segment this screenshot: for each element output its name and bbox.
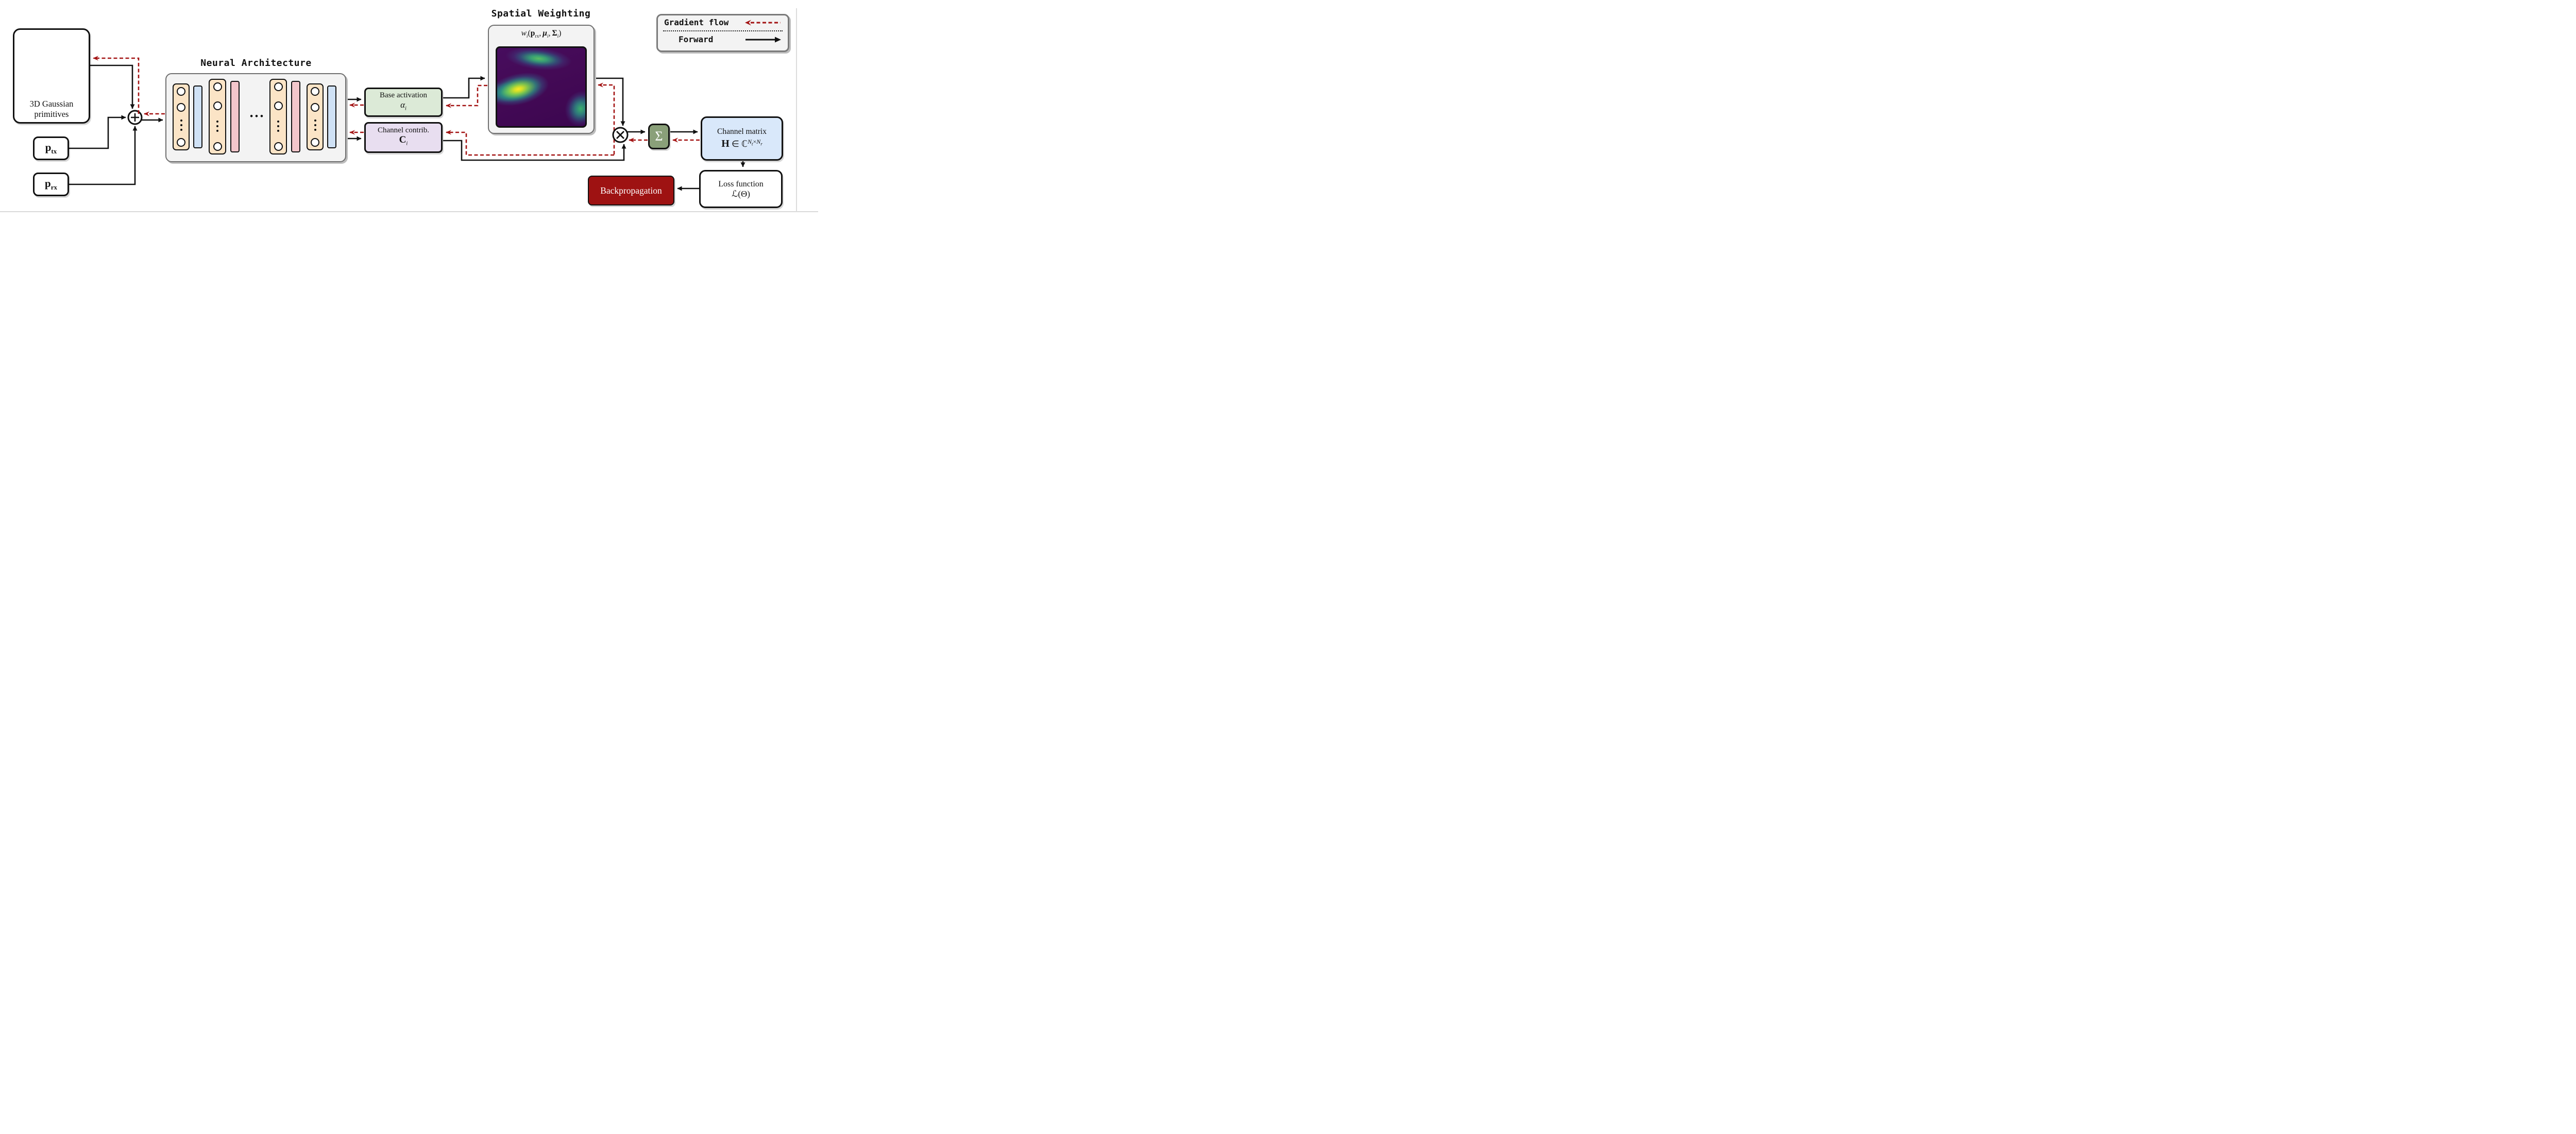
backpropagation-box: Backpropagation — [588, 176, 674, 205]
channel-contrib-label: Channel contrib. — [378, 126, 429, 135]
figure-canvas: 3D Gaussian primitives ptx prx Neural Ar… — [0, 0, 818, 227]
spatial-weighting-formula: wi(prx,μi,Σi) — [521, 29, 562, 40]
sigma-symbol: Σ — [655, 129, 663, 144]
channel-matrix-label: Channel matrix — [717, 127, 767, 136]
nn-activation-bar-3 — [291, 81, 300, 152]
ptx-input-box: ptx — [33, 136, 69, 160]
page-vertical-rule — [796, 8, 797, 212]
forward-arrow-icon — [745, 37, 781, 42]
gradient-flow-arrows — [93, 56, 700, 143]
loss-function-formula: ℒ(Θ) — [732, 188, 750, 199]
gaussian-label-line2: primitives — [34, 109, 69, 119]
prx-label: prx — [45, 177, 57, 192]
sum-operator-box: Σ — [648, 124, 670, 149]
base-activation-label: Base activation — [379, 91, 428, 99]
channel-matrix-formula: H ∈ ℂNt×Nr — [721, 138, 762, 149]
legend-divider — [663, 30, 783, 31]
nn-layer-2 — [209, 79, 226, 154]
neural-architecture-title: Neural Architecture — [200, 58, 312, 68]
legend-forward-label: Forward — [679, 35, 714, 44]
prx-input-box: prx — [33, 173, 69, 196]
legend-gradient-flow-label: Gradient flow — [664, 18, 729, 27]
nn-activation-bar-2 — [230, 81, 240, 152]
gaussian-primitives-box — [13, 28, 90, 124]
base-activation-symbol: αi — [400, 99, 406, 112]
channel-contrib-symbol: Ci — [399, 134, 408, 147]
gradient-flow-lines-behind — [446, 82, 615, 156]
nn-layer-1 — [173, 83, 190, 150]
heatmap-blob-bottom-right — [557, 85, 585, 126]
gaussian-primitives-label: 3D Gaussian primitives — [13, 99, 90, 119]
nn-ellipsis: ••• — [250, 111, 265, 121]
backpropagation-label: Backpropagation — [600, 185, 662, 196]
loss-function-label: Loss function — [718, 179, 764, 188]
gaussian-label-line1: 3D Gaussian — [29, 99, 74, 109]
nn-layer-4 — [307, 83, 324, 150]
nn-activation-bar-1 — [193, 85, 202, 148]
channel-matrix-box: Channel matrix H ∈ ℂNt×Nr — [701, 116, 783, 161]
forward-arrows — [69, 64, 745, 191]
gradient-flow-arrow-icon — [745, 20, 781, 25]
spatial-weighting-heatmap — [496, 46, 587, 128]
page-horizontal-rule — [0, 211, 818, 212]
nn-layer-3 — [269, 79, 287, 154]
base-activation-box: Base activation αi — [364, 88, 443, 117]
channel-contrib-box: Channel contrib. Ci — [364, 122, 443, 153]
loss-function-box: Loss function ℒ(Θ) — [699, 170, 783, 208]
legend-box: Gradient flow Forward — [656, 14, 789, 52]
multiply-node — [612, 127, 629, 143]
spatial-weighting-title: Spatial Weighting — [491, 8, 591, 19]
sum-node — [127, 110, 143, 125]
ptx-label: ptx — [45, 141, 57, 156]
nn-activation-bar-4 — [327, 85, 336, 148]
